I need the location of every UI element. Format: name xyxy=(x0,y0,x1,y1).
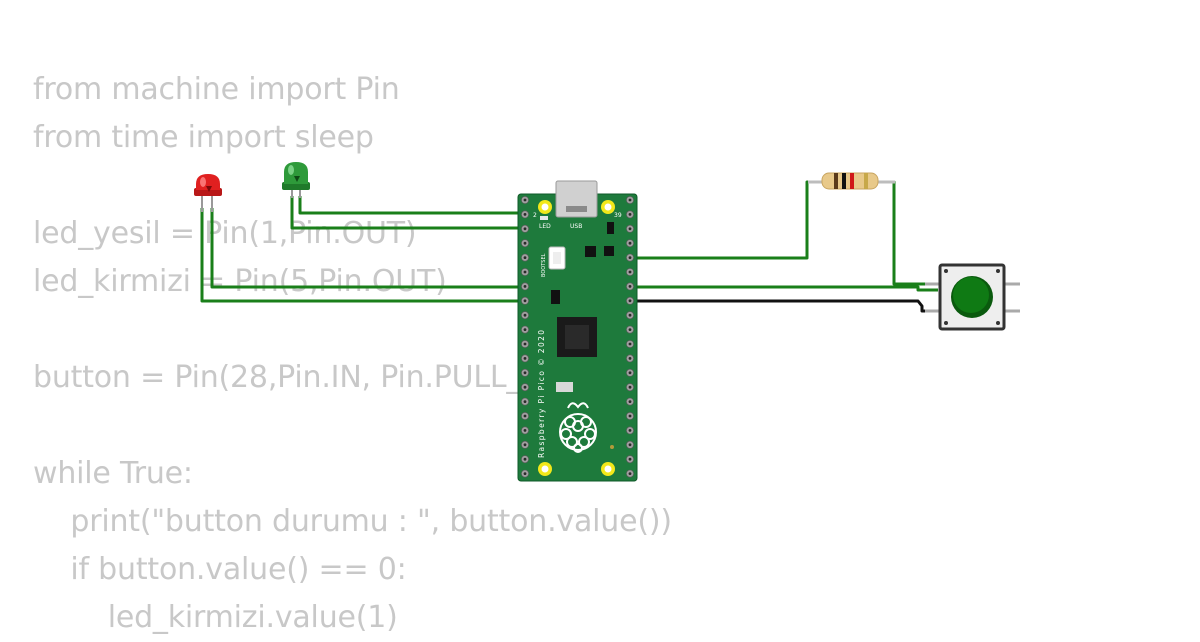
pin-hole-center xyxy=(523,400,527,403)
code-line-1: from machine import Pin xyxy=(33,72,400,107)
raspberry-logo-icon xyxy=(559,402,597,453)
pin-hole-center xyxy=(628,299,632,303)
push-button[interactable] xyxy=(925,263,1020,331)
pin-hole-center xyxy=(628,285,632,288)
pin-hole-center xyxy=(523,457,527,461)
red-led[interactable] xyxy=(194,174,222,212)
pin-hole-center xyxy=(628,443,632,447)
code-line-9: while True: xyxy=(33,456,193,491)
wire-green-led-cathode xyxy=(290,196,528,230)
pin-hole-center xyxy=(523,213,527,216)
pin-hole-center xyxy=(523,299,527,303)
pin-hole-center xyxy=(523,472,527,475)
pin-hole-center xyxy=(523,371,527,375)
pin-hole-center xyxy=(523,429,527,432)
pin-hole-center xyxy=(523,328,527,331)
wire-resistor-left xyxy=(628,180,824,260)
pin-hole-center xyxy=(628,213,632,216)
pin-hole-center xyxy=(523,285,527,288)
pin-label-right: 39 xyxy=(614,212,622,219)
pin-label-left: 2 xyxy=(533,212,537,219)
pin-hole-center xyxy=(523,313,527,317)
pin-hole-center xyxy=(523,357,527,360)
resistor[interactable] xyxy=(808,172,895,190)
wire-button-signal xyxy=(628,285,938,292)
code-line-2: from time import sleep xyxy=(33,120,374,155)
led-label: LED xyxy=(539,223,551,230)
pin-hole-center xyxy=(628,385,632,389)
pin-hole-center xyxy=(628,256,632,259)
pin-hole-center xyxy=(523,414,527,418)
pin-hole-center xyxy=(523,443,527,447)
left-pin-header xyxy=(521,196,529,478)
code-line-4: led_yesil = Pin(1,Pin.OUT) xyxy=(33,216,417,251)
pin-hole-center xyxy=(628,472,632,475)
pin-hole-center xyxy=(523,198,527,202)
pin-hole-center xyxy=(523,342,527,346)
pin-hole-center xyxy=(628,227,632,231)
code-line-10: print("button durumu : ", button.value()… xyxy=(33,504,672,539)
pin-hole-center xyxy=(628,328,632,331)
pin-hole-center xyxy=(628,429,632,432)
wire-red-led-cathode xyxy=(200,208,528,303)
pin-hole-center xyxy=(523,256,527,259)
pin-hole-center xyxy=(628,371,632,375)
wire-resistor-right xyxy=(878,180,925,286)
board-model-label: Raspberry Pi Pico © 2020 xyxy=(537,329,546,458)
right-pin-header xyxy=(626,196,634,478)
wire-red-led-anode xyxy=(210,208,528,289)
pin-hole-center xyxy=(628,457,632,461)
code-line-11: if button.value() == 0: xyxy=(33,552,407,587)
pin-hole-center xyxy=(523,241,527,245)
code-listing: from machine import Pin from time import … xyxy=(33,66,672,642)
wire-green-led-anode xyxy=(298,196,528,215)
pin-hole-center xyxy=(523,227,527,231)
code-line-12: led_kirmizi.value(1) xyxy=(33,600,398,635)
pin-hole-center xyxy=(628,342,632,346)
pin-hole-center xyxy=(628,270,632,274)
pin-hole-center xyxy=(628,198,632,202)
green-led[interactable] xyxy=(282,162,310,198)
pico-board[interactable]: 2 39 LED USB BOOTSEL Raspberry Pi Pico ©… xyxy=(517,180,638,482)
pin-hole-center xyxy=(628,313,632,317)
usb-label: USB xyxy=(570,223,582,230)
wire-gnd xyxy=(628,299,938,313)
pin-hole-center xyxy=(628,414,632,418)
bootsel-label: BOOTSEL xyxy=(541,253,547,277)
pin-hole-center xyxy=(628,241,632,245)
pin-hole-center xyxy=(523,270,527,274)
pin-hole-center xyxy=(523,385,527,389)
code-line-5: led_kirmizi = Pin(5,Pin.OUT) xyxy=(33,264,447,299)
pin-hole-center xyxy=(628,357,632,360)
pin-hole-center xyxy=(628,400,632,403)
